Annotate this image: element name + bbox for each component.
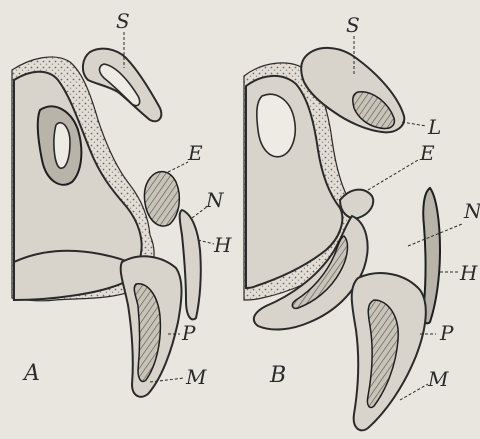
panel-a-label-h: H: [213, 233, 232, 257]
panel-a-label-n: N: [205, 188, 225, 212]
panel-b-label-e: E: [419, 141, 435, 165]
panel-a-inner-sinus: [54, 123, 70, 169]
panel-b-label-p: P: [439, 321, 454, 345]
panel-b-letter: B: [269, 363, 286, 388]
panel-b-e-ridge: [340, 190, 373, 219]
panel-a-label-s: S: [116, 9, 130, 33]
panel-a-label-p: P: [181, 321, 196, 345]
panel-a-e-structure: [144, 172, 179, 226]
panel-b-label-l: L: [427, 115, 441, 139]
panel-b-label-m: M: [427, 367, 449, 391]
panel-b-label-s: S: [346, 13, 360, 37]
panel-a-label-e: E: [187, 141, 203, 165]
panel-a-drawing: [12, 49, 201, 397]
panel-a-letter: A: [22, 361, 40, 386]
panel-a-label-m: M: [185, 365, 207, 389]
panel-b-label-n: N: [463, 199, 480, 223]
panel-b-label-h: H: [459, 261, 478, 285]
panel-a-n-h-plate: [180, 210, 201, 319]
